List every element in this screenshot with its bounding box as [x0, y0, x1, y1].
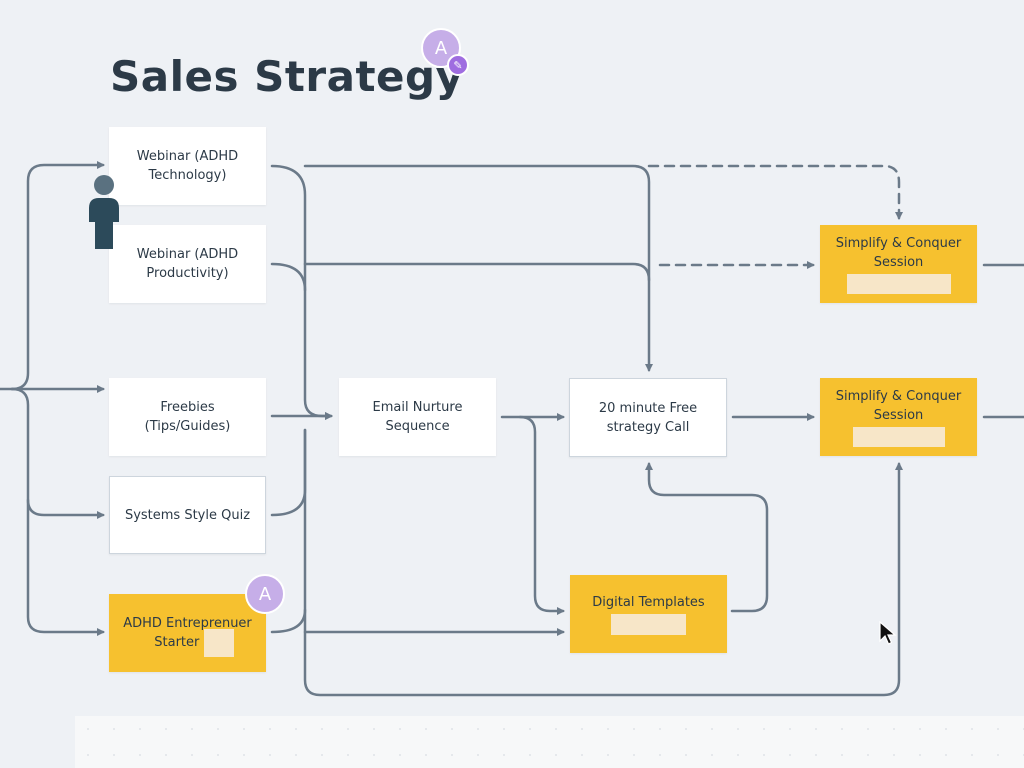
redacted-block — [846, 274, 951, 294]
pencil-icon[interactable]: ✎ — [447, 54, 469, 76]
avatar-initial: A — [258, 583, 272, 605]
node-label: ADHD Entreprenuer Starter Kit — [123, 616, 252, 650]
mouse-pointer-icon — [879, 621, 897, 645]
node-digital-templates[interactable]: Digital Templates — [570, 575, 727, 653]
node-webinar-technology[interactable]: Webinar (ADHD Technology) — [109, 127, 266, 205]
connector-webinar-tech-call — [303, 164, 653, 372]
redacted-block — [852, 427, 945, 447]
node-label: Simplify & Conquer Session — [835, 236, 962, 270]
node-email-nurture[interactable]: Email Nurture Sequence — [339, 378, 496, 456]
node-label: Webinar (ADHD Productivity) — [136, 247, 239, 281]
node-label: Webinar (ADHD Technology) — [136, 149, 239, 183]
connector-webinar-prod-call — [303, 262, 651, 282]
avatar-initial: A — [434, 37, 448, 59]
node-label: Digital Templates — [592, 595, 705, 610]
connector-templates-call — [645, 462, 769, 613]
dashed-connector-tech-simplify — [647, 164, 903, 220]
person-icon — [89, 175, 119, 249]
node-simplify-conquer-mid[interactable]: Simplify & Conquer Session — [820, 378, 977, 456]
bottom-panel — [75, 716, 1024, 768]
node-simplify-conquer-top[interactable]: Simplify & Conquer Session — [820, 225, 977, 303]
connector-to-starter-kit — [26, 498, 105, 636]
node-strategy-call[interactable]: 20 minute Free strategy Call — [569, 378, 727, 457]
connector-to-webinar-tech — [10, 161, 105, 391]
connector-webinar-prod-bus — [270, 262, 307, 292]
node-label: Email Nurture Sequence — [372, 400, 463, 434]
node-systems-style-quiz[interactable]: Systems Style Quiz — [109, 476, 266, 554]
node-label: 20 minute Free strategy Call — [598, 400, 698, 435]
board-title: Sales Strategy — [110, 52, 464, 101]
connector-to-quiz — [10, 387, 105, 519]
node-label: Systems Style Quiz — [124, 507, 251, 523]
connector-bottom-loop — [303, 462, 903, 697]
collaborator-avatar-starter-kit[interactable]: A — [245, 574, 285, 614]
connector-email-templates — [518, 415, 565, 615]
connector-webinar-tech-bus — [270, 164, 333, 420]
node-webinar-productivity[interactable]: Webinar (ADHD Productivity) — [109, 225, 266, 303]
redacted-block — [611, 614, 686, 635]
node-freebies[interactable]: Freebies (Tips/Guides) — [109, 378, 266, 456]
connector-quiz-bus — [270, 428, 307, 517]
node-starter-kit[interactable]: ADHD Entreprenuer Starter Kit — [109, 594, 266, 672]
node-label: Simplify & Conquer Session — [835, 389, 962, 423]
redacted-block — [204, 629, 234, 657]
node-label: Freebies (Tips/Guides) — [144, 400, 231, 434]
